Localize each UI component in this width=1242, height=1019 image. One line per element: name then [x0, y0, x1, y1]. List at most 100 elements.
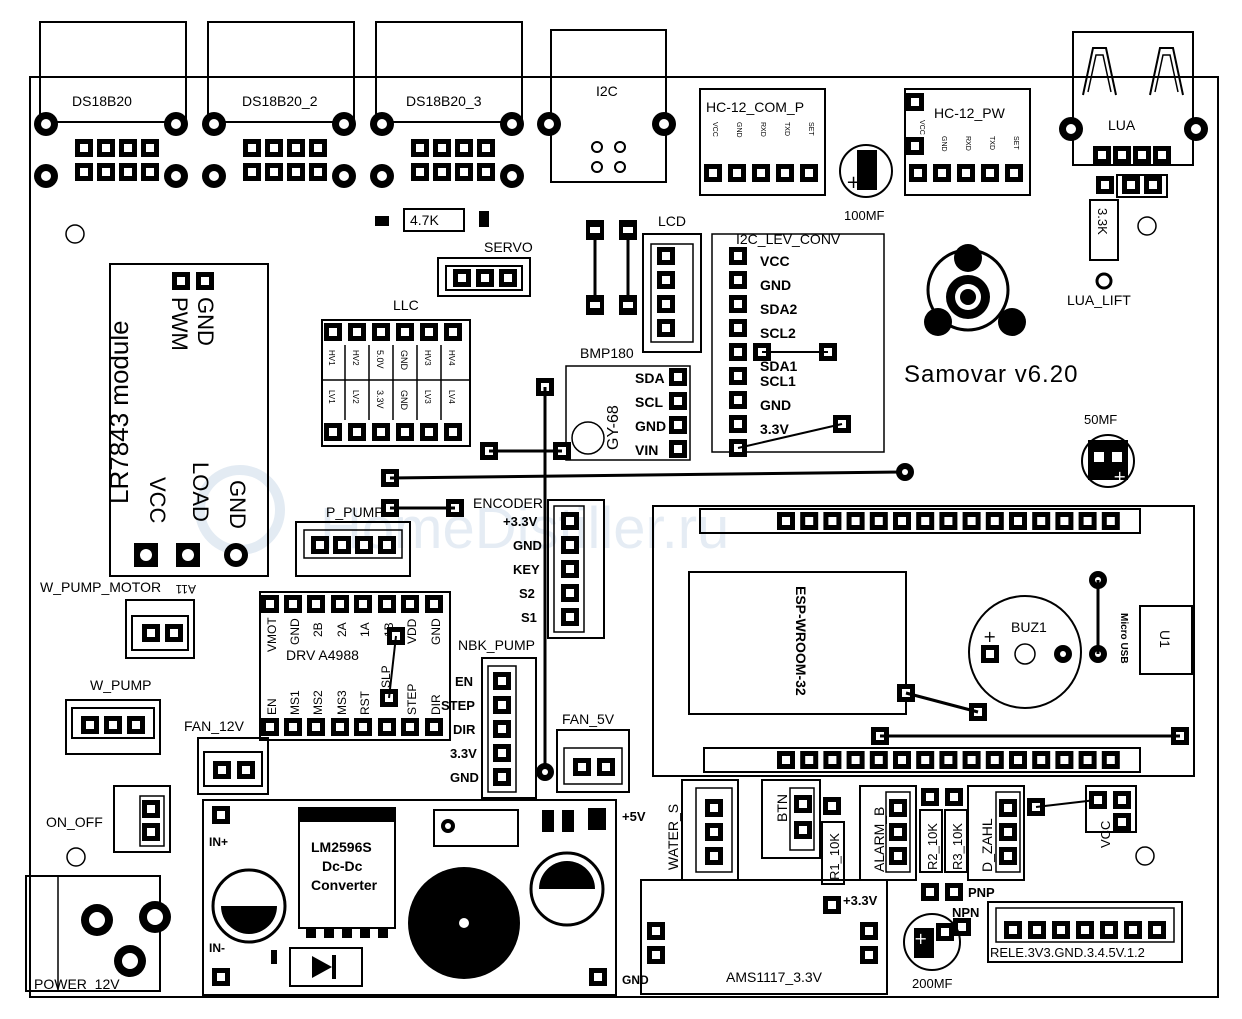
fan-12v-label: FAN_12V [184, 718, 245, 734]
drv-label: DRV A4988 [286, 647, 359, 663]
ams-label: AMS1117_3.3V [726, 969, 823, 985]
lua-label: LUA [1108, 117, 1136, 133]
esp-header-pin [916, 512, 935, 530]
capacitor-50mf: 50MF + [1081, 412, 1135, 488]
cap-100mf-label: 100MF [844, 208, 885, 223]
hc12-pw-connector: HC-12_PW VCC GND RXD TXD SET [904, 88, 1031, 196]
llc-pin: HV1 [327, 350, 336, 366]
r-3k3-label: 3.3K [1095, 208, 1110, 235]
i2c-lev-conv-module: I2C_LEV_CONV VCC GND SDA2 SCL2 SDA1 SCL1… [711, 231, 885, 457]
btn-label: BTN [774, 794, 790, 822]
drv-pin: 1A [358, 622, 372, 637]
power-12v-jack: POWER_12V [25, 875, 171, 992]
d-zahl-label: D_ZAHL [979, 818, 995, 872]
esp-header-pin [800, 512, 819, 530]
llc-pin: LV1 [327, 390, 336, 404]
servo-label: SERVO [484, 239, 533, 255]
i2c-lev-conv-label: I2C_LEV_CONV [736, 231, 841, 247]
power-12v-label: POWER_12V [34, 976, 120, 992]
plus5v-label: +5V [622, 809, 646, 824]
lr7843-pin-label: PWM [167, 297, 192, 351]
board-title: Samovar v6.20 [904, 361, 1078, 388]
i2c-lev-pin-label: SDA2 [760, 301, 798, 317]
esp-header-pin [1009, 512, 1027, 530]
w-pump-label: W_PUMP [90, 677, 151, 693]
esp-header-pin [985, 751, 1004, 769]
esp-header-pin [777, 751, 795, 769]
svg-text:+: + [846, 172, 861, 193]
d-zahl-connector: D_ZAHL VCC [967, 785, 1137, 881]
lcd-label: LCD [658, 213, 686, 229]
ds18b20-1-connector: DS18B20 [34, 21, 188, 188]
esp32-module: ESP-WROOM-32 BUZ1 + Micro USB U1 [652, 505, 1195, 777]
esp-header-pin [1055, 512, 1074, 530]
a11-label: A11 [175, 582, 196, 596]
plus33v-label: +3.3V [843, 893, 878, 908]
esp-header-pin [939, 512, 958, 530]
encoder-label: ENCODER [473, 495, 543, 511]
esp-header-pin [985, 512, 1004, 530]
i2c-lev-pin-label: SCL2 [760, 325, 796, 341]
hc12-pw-pin: GND [940, 136, 947, 152]
esp-header-top [777, 512, 1120, 530]
llc-pin: HV3 [423, 350, 432, 366]
esp-header-pin [869, 751, 888, 769]
r1-label: R1_10K [827, 833, 842, 880]
lm2596-module: IN+ IN- LM2596S Dc-Dc Converter +5V GND [202, 799, 649, 996]
hc12-pw-pin: VCC [918, 120, 925, 135]
fan-5v-label: FAN_5V [562, 711, 615, 727]
jumper-wires [381, 378, 914, 781]
cap-50mf-label: 50MF [1084, 412, 1117, 427]
drv-pin: EN [265, 698, 279, 715]
esp-header-bottom [777, 751, 1120, 769]
i2c-lev-pin-label: GND [760, 397, 791, 413]
encoder-pin-label: S2 [519, 586, 535, 601]
w-pump-motor-connector: W_PUMP_MOTOR [40, 579, 195, 659]
bmp180-pin-label: SDA [635, 370, 665, 386]
r3-label: R3_10K [950, 823, 965, 870]
i2c-lev-pin-label: VCC [760, 253, 790, 269]
hc12-pw-label: HC-12_PW [934, 105, 1006, 121]
bmp180-pin-label: GND [635, 418, 666, 434]
vcc-label: VCC [1098, 821, 1113, 848]
r-4k7-label: 4.7K [410, 212, 439, 228]
on-off-label: ON_OFF [46, 814, 103, 830]
alarm-b-label: ALARM_B [871, 807, 887, 872]
nbk-pump-connector: NBK_PUMP EN STEP DIR 3.3V GND [441, 637, 537, 799]
bmp180-label: BMP180 [580, 345, 634, 361]
llc-pin: GND [399, 350, 409, 371]
encoder-pin-label: S1 [521, 610, 537, 625]
bmp180-module: BMP180 GY-68 SDA SCL GND VIN [565, 345, 691, 461]
micro-usb-label: Micro USB [1118, 613, 1129, 664]
llc-pin: 3.3V [375, 390, 385, 409]
llc-pin: GND [399, 390, 409, 411]
transistors: PNP +3.3V NPN + 200MF [823, 883, 995, 991]
hc12-com-connector: HC-12_COM_P VCC GND RXD TXD SET [699, 88, 826, 196]
hc12-com-pin: VCC [711, 122, 718, 137]
llc-pin: LV3 [423, 390, 432, 404]
mounting-hole [1135, 846, 1155, 866]
hc12-com-label: HC-12_COM_P [706, 99, 804, 115]
encoder-connector: ENCODER +3.3V GND KEY S2 S1 [473, 495, 605, 639]
lr7843-pin-label: GND [193, 297, 218, 346]
lr7843-module: LR7843 module GND PWM GND LOAD VCC A11 [104, 263, 269, 596]
i2c-connector: I2C [537, 29, 676, 183]
i2c-lev-pin-label: 3.3V [760, 421, 789, 437]
esp-header-pin [893, 751, 911, 769]
lm-line2: Dc-Dc [322, 858, 363, 874]
water-s-connector: WATER_S [665, 779, 739, 881]
llc-pin: HV4 [447, 350, 456, 366]
llc-label: LLC [393, 297, 419, 313]
drv-pin: VMOT [265, 617, 279, 652]
llc-pin: 5.0V [375, 350, 385, 369]
llc-module: LLC HV1 HV2 5.0V GND HV3 HV4 LV1 LV2 3.3… [321, 297, 471, 447]
rele-connector: RELE.3V3.GND.3.4.5V.1.2 [987, 901, 1183, 963]
svg-text:+: + [914, 929, 927, 948]
lcd-connector: LCD [586, 213, 702, 353]
esp-label: ESP-WROOM-32 [793, 586, 809, 696]
pnp-label: PNP [968, 885, 995, 900]
rele-label: RELE.3V3.GND.3.4.5V.1.2 [990, 945, 1145, 960]
lua-lift-label: LUA_LIFT [1067, 292, 1131, 308]
btn-connector: BTN R1_10K [761, 779, 845, 885]
water-s-label: WATER_S [665, 804, 681, 870]
